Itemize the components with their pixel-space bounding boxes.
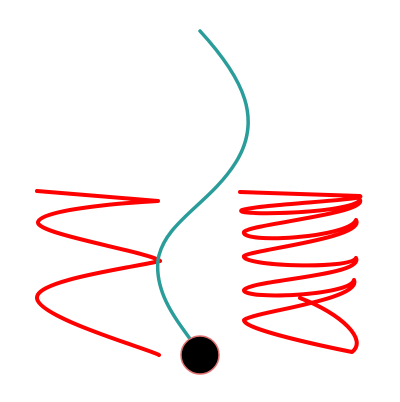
rope bbox=[156, 29, 250, 357]
ball[interactable] bbox=[180, 335, 220, 375]
left-spring bbox=[34, 189, 162, 357]
right-spring bbox=[238, 190, 363, 354]
